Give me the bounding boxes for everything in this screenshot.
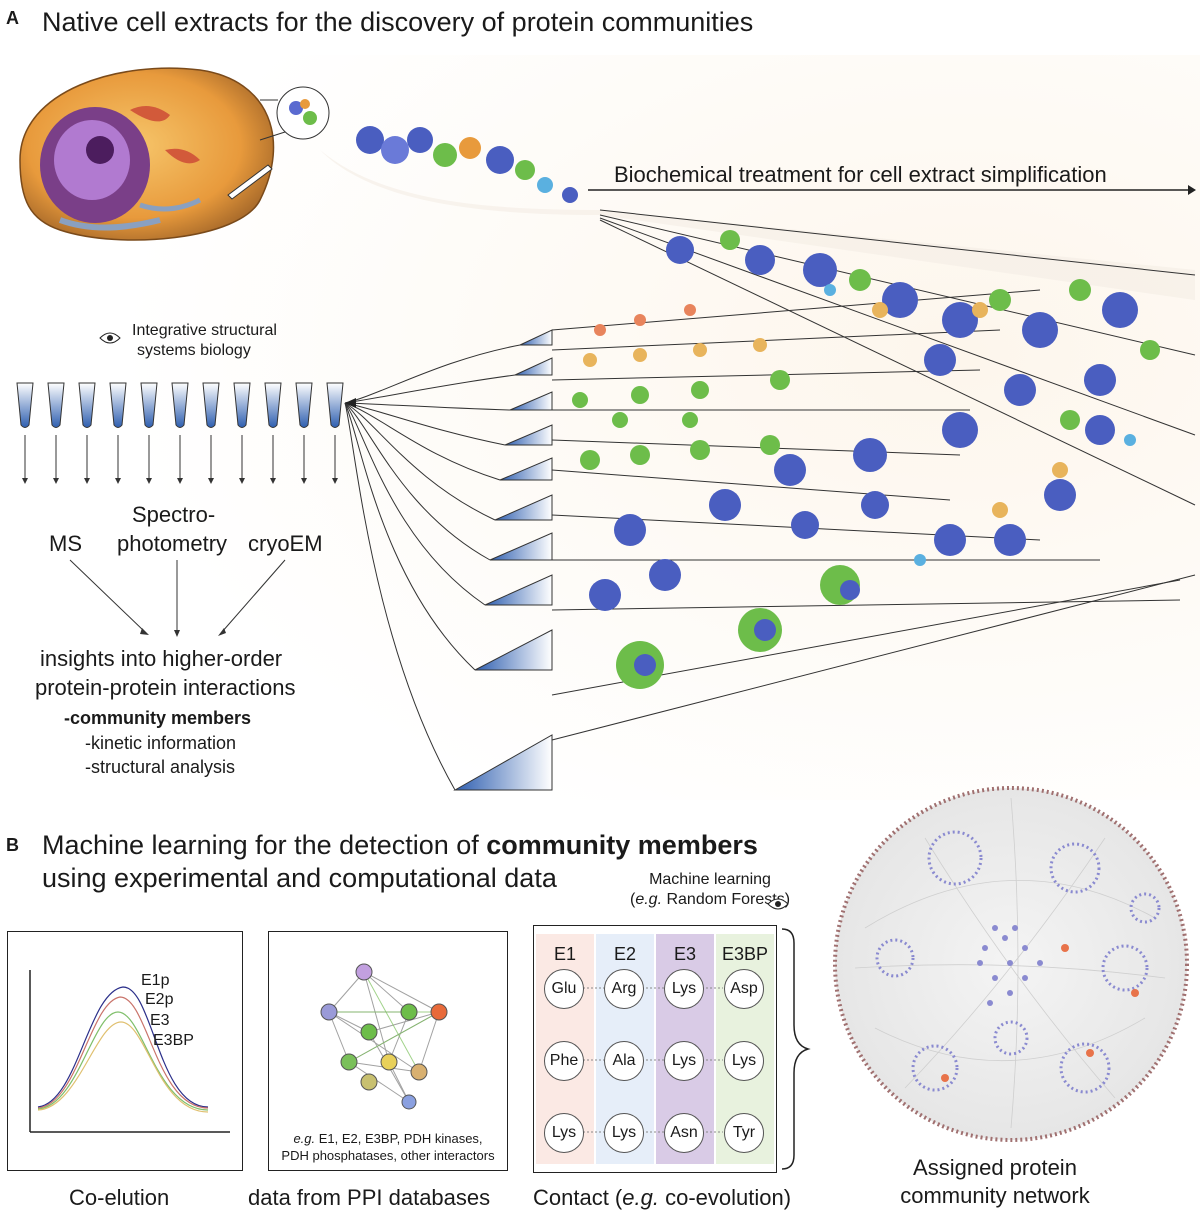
panel-b-title-line-1: Machine learning for the detection of co… <box>42 829 758 862</box>
eye-icon <box>767 898 789 910</box>
panel-b-title-pre: Machine learning for the detection of <box>42 830 487 860</box>
ppi-note-line-2: PDH phosphatases, other interactors <box>281 1148 495 1163</box>
protein-cluster-top <box>356 126 578 203</box>
ppi-note-line-1: e.g. E1, E2, E3BP, PDH kinases, <box>270 1130 506 1147</box>
bullet-structural: -structural analysis <box>85 757 236 777</box>
contact-caption: Contact (e.g. co-evolution) <box>533 1185 791 1211</box>
coelution-plot <box>29 970 230 1133</box>
ppi-note-rest: E1, E2, E3BP, PDH kinases, <box>315 1131 483 1146</box>
ppi-note-eg: e.g. <box>293 1131 316 1146</box>
method-ms: MS <box>49 531 82 556</box>
column-header-e3: E3 <box>673 944 697 964</box>
residue-circle: Arg <box>604 969 644 1009</box>
treatment-label: Biochemical treatment for cell extract s… <box>614 162 1107 187</box>
curly-brace <box>781 928 811 1170</box>
residue-circle: Lys <box>544 1113 584 1153</box>
fraction-flasks <box>453 329 553 791</box>
coelution-box <box>7 931 243 1171</box>
community-network <box>833 786 1189 1142</box>
method-cryoem: cryoEM <box>248 531 323 556</box>
column-header-e2: E2 <box>613 944 637 964</box>
contact-dashes <box>583 987 723 1133</box>
column-header-e3bp: E3BP <box>721 944 769 964</box>
protein-layers <box>572 230 1160 689</box>
cell-illustration <box>19 67 275 241</box>
residue-circle: Phe <box>544 1041 584 1081</box>
bullet-community-members: -community members <box>64 708 252 728</box>
residue-circle: Lys <box>664 969 704 1009</box>
coelution-caption: Co-elution <box>69 1185 170 1210</box>
panel-a-title: Native cell extracts for the discovery o… <box>42 7 754 37</box>
residue-circle: Asp <box>724 969 764 1009</box>
residue-circle: Lys <box>604 1113 644 1153</box>
converging-lines <box>344 344 521 791</box>
column-header-e1: E1 <box>553 944 577 964</box>
integrative-label-1: Integrative structural <box>132 322 277 339</box>
sample-tubes <box>16 382 344 428</box>
residue-circle: Lys <box>724 1041 764 1081</box>
curve-label-e2p: E2p <box>145 991 174 1008</box>
ppi-network <box>320 963 448 1110</box>
contact-caption-post: co-evolution) <box>658 1185 792 1210</box>
residue-circle: Lys <box>664 1041 704 1081</box>
curve-label-e3bp: E3BP <box>153 1032 194 1049</box>
ppi-box <box>268 931 508 1171</box>
panel-b-letter: B <box>6 835 19 855</box>
method-arrows <box>69 559 286 633</box>
contact-caption-eg: e.g. <box>622 1185 659 1210</box>
ml-label-2: (e.g. Random Forests) <box>630 890 790 910</box>
ml-eg: e.g. <box>635 891 663 908</box>
panel-a-illustration <box>0 55 1200 800</box>
integrative-label-2: systems biology <box>137 342 251 359</box>
panel-a-letter: A <box>6 8 19 28</box>
curve-label-e3: E3 <box>150 1012 170 1029</box>
insights-line-1: insights into higher-order <box>40 646 283 671</box>
residue-circle: Asn <box>664 1113 704 1153</box>
panel-b-title-bold: community members <box>486 830 758 860</box>
method-spectro-1: Spectro- <box>132 502 216 527</box>
bullet-kinetic: -kinetic information <box>85 733 237 753</box>
tube-arrows <box>24 435 336 480</box>
insights-line-2: protein-protein interactions <box>35 675 296 700</box>
ml-label-1: Machine learning <box>649 871 771 888</box>
network-caption-2: community network <box>900 1183 1090 1208</box>
ml-paren: ( <box>630 891 636 908</box>
ppi-caption: data from PPI databases <box>248 1185 491 1210</box>
residue-circle: Tyr <box>724 1113 764 1153</box>
eye-icon <box>99 332 121 344</box>
panel-b-title-line-2: using experimental and computational dat… <box>42 863 557 893</box>
contact-caption-pre: Contact ( <box>533 1185 623 1210</box>
ml-rest: Random Forests) <box>662 891 791 908</box>
residue-circle: Ala <box>604 1041 644 1081</box>
curve-label-e1p: E1p <box>141 972 170 989</box>
network-caption-1: Assigned protein <box>913 1155 1077 1180</box>
residue-circle: Glu <box>544 969 584 1009</box>
method-spectro-2: photometry <box>117 531 228 556</box>
